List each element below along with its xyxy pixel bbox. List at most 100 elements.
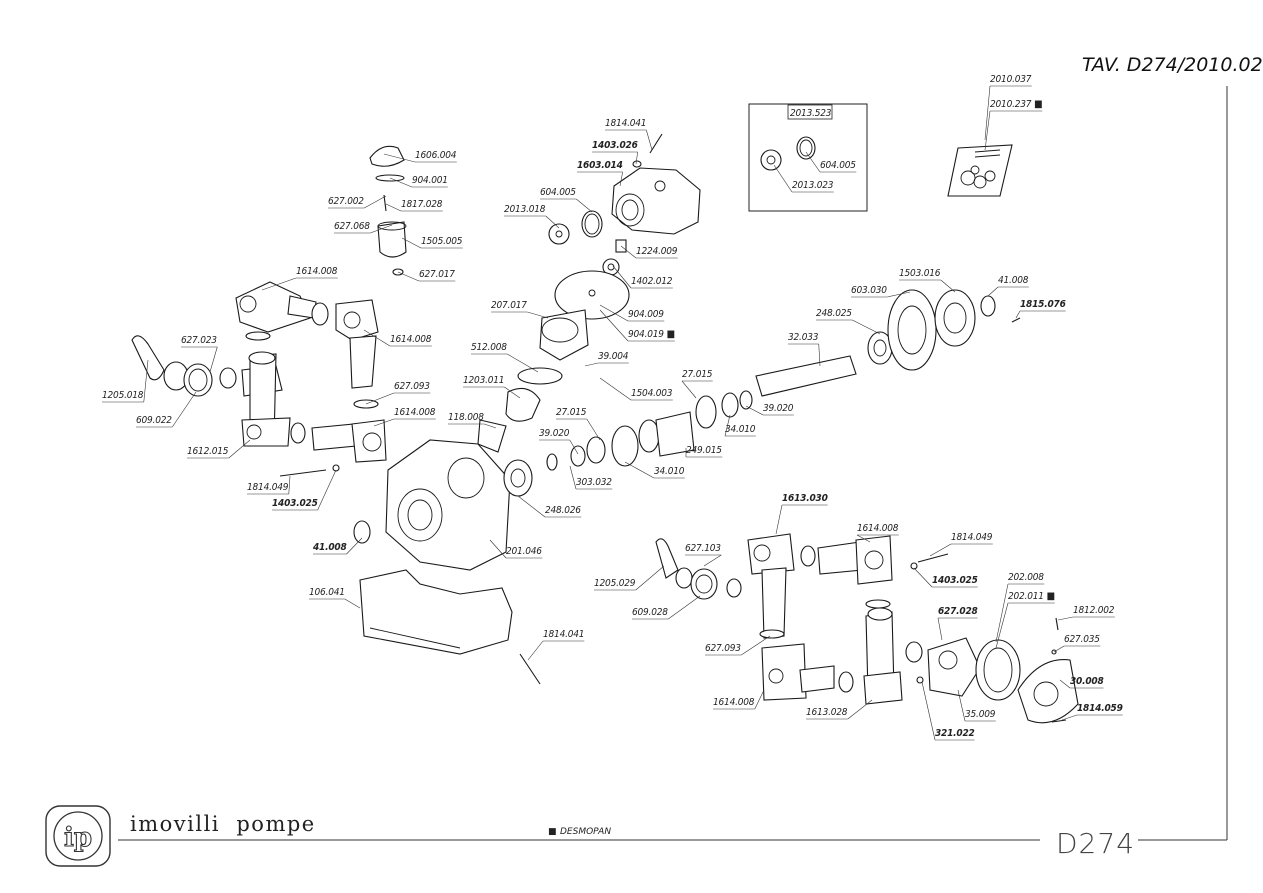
- leader-line: [383, 153, 416, 163]
- leader-line: [775, 504, 783, 535]
- leader-line: [517, 495, 546, 518]
- part-label: 202.008: [1008, 572, 1044, 583]
- leader-line: [913, 567, 933, 588]
- leader-line: [929, 543, 952, 557]
- manifold-left-lower: [131, 335, 387, 477]
- model-code: D274: [1056, 827, 1135, 860]
- part-label: 1505.005: [421, 236, 463, 247]
- leader-line: [527, 640, 544, 661]
- part-label: 34.010: [725, 424, 756, 435]
- part-label: 604.005: [540, 187, 576, 198]
- leader-line: [365, 392, 395, 405]
- leader-line: [484, 423, 497, 429]
- leader-line: [818, 343, 821, 367]
- part-label: 303.032: [576, 477, 612, 488]
- leader-line: [887, 291, 911, 298]
- leader-line: [724, 414, 731, 437]
- part-label: 627.002: [328, 196, 364, 207]
- part-label: 1614.008: [296, 266, 338, 277]
- part-label: 1814.049: [247, 482, 289, 493]
- part-label: 1403.025: [272, 498, 318, 509]
- leader-line: [228, 439, 251, 459]
- leader-line: [1053, 645, 1065, 653]
- leader-line: [599, 377, 632, 401]
- leader-line: [1015, 310, 1021, 319]
- leader-line: [364, 195, 387, 209]
- leader-line: [754, 689, 765, 710]
- part-label: 202.011 ■: [1008, 591, 1055, 602]
- part-label: 2010.037: [990, 74, 1032, 85]
- part-label: 1402.012: [631, 276, 673, 287]
- part-label: 609.022: [136, 415, 172, 426]
- part-label: 1203.011: [463, 375, 504, 386]
- part-label: 627.103: [685, 543, 721, 554]
- leader-line: [489, 539, 507, 559]
- part-labels: 2010.037 2010.237 ■ 1814.041 1403.026 16…: [102, 74, 1123, 739]
- kit-box: [748, 103, 868, 212]
- sheet-frame: [118, 86, 1228, 841]
- leader-line: [569, 465, 577, 490]
- part-label: 904.001: [412, 175, 448, 186]
- part-label: 1613.030: [782, 493, 828, 504]
- part-label: 39.020: [539, 428, 570, 439]
- leader-line: [703, 554, 722, 567]
- part-label: 603.030: [851, 285, 887, 296]
- brand-logo: ip: [45, 805, 111, 867]
- part-label: 604.005: [820, 160, 856, 171]
- part-label: 1614.008: [394, 407, 436, 418]
- part-label: 1403.025: [932, 575, 978, 586]
- leader-line: [401, 237, 422, 249]
- part-label: 1815.076: [1020, 299, 1066, 310]
- leader-line: [317, 469, 337, 511]
- part-label: 27.015: [682, 369, 713, 380]
- leader-line: [389, 177, 413, 188]
- part-label: 35.009: [965, 709, 996, 720]
- leader-line: [599, 304, 629, 322]
- part-label: 627.028: [938, 606, 978, 617]
- manifold-left-upper: [235, 281, 379, 409]
- leader-line: [346, 537, 363, 555]
- leader-line: [995, 602, 1009, 649]
- leader-line: [397, 271, 420, 282]
- leader-line: [261, 277, 297, 291]
- leader-line: [745, 405, 764, 416]
- part-label: 2010.237 ■: [990, 99, 1042, 110]
- part-label: 1603.014: [577, 160, 623, 171]
- leader-line: [1059, 679, 1071, 689]
- part-label: 34.010: [654, 466, 685, 477]
- part-label: 39.004: [598, 351, 629, 362]
- part-label: 627.023: [181, 335, 217, 346]
- leader-line: [527, 311, 549, 319]
- part-label: 1613.028: [806, 707, 848, 718]
- leader-line: [646, 129, 653, 151]
- leader-line: [545, 215, 560, 229]
- leader-line: [984, 85, 991, 141]
- brand-name: imovilli pompe: [130, 812, 316, 836]
- leader-line: [805, 151, 821, 173]
- part-label: 321.022: [935, 728, 975, 739]
- part-label: 627.035: [1064, 634, 1100, 645]
- part-label: 106.041: [309, 587, 345, 598]
- part-label: 41.008: [998, 275, 1029, 286]
- part-label: 1205.029: [594, 578, 636, 589]
- leader-line: [385, 203, 402, 212]
- leader-line: [847, 699, 873, 720]
- part-label: 627.068: [334, 221, 370, 232]
- drive-shaft-line: [546, 289, 1021, 471]
- part-label: 1812.002: [1073, 605, 1115, 616]
- leader-line: [1061, 714, 1078, 721]
- part-label: 1814.041: [605, 118, 646, 129]
- part-label: 1612.015: [187, 446, 229, 457]
- oil-cap-assembly: [369, 145, 407, 276]
- leader-line: [635, 151, 638, 165]
- part-label: 118.008: [448, 412, 484, 423]
- crankcase: [353, 387, 541, 571]
- part-label: 1614.008: [390, 334, 432, 345]
- leader-line: [209, 346, 218, 373]
- leader-line: [584, 362, 599, 367]
- part-label: 512.008: [471, 342, 507, 353]
- leader-line: [681, 380, 697, 399]
- leader-line: [344, 598, 361, 609]
- diaphragm-cover: [916, 617, 1079, 724]
- leader-line: [612, 265, 632, 289]
